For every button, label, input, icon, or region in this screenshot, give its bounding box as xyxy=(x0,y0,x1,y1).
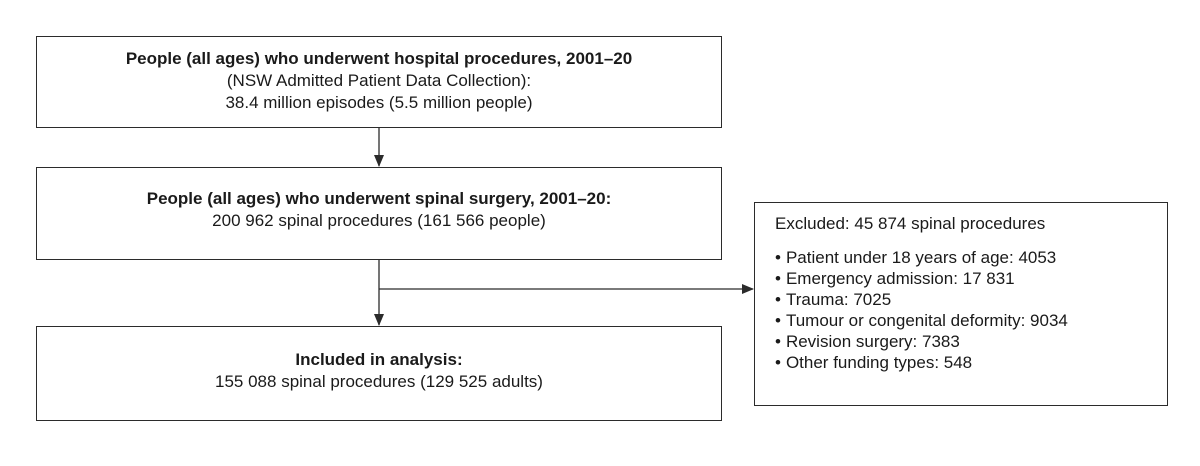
box-included-count: 155 088 spinal procedures (129 525 adult… xyxy=(215,372,543,391)
box-excluded-heading: Excluded: 45 874 spinal procedures xyxy=(775,214,1046,233)
box-total-count: 38.4 million episodes (5.5 million peopl… xyxy=(225,93,533,112)
box-included: Included in analysis: 155 088 spinal pro… xyxy=(36,326,722,421)
excluded-item-trauma: Trauma: 7025 xyxy=(775,289,1167,310)
box-included-title: Included in analysis: xyxy=(295,350,463,369)
box-total-procedures: People (all ages) who underwent hospital… xyxy=(36,36,722,128)
box-spinal-count: 200 962 spinal procedures (161 566 peopl… xyxy=(212,211,546,230)
excluded-item-funding: Other funding types: 548 xyxy=(775,352,1167,373)
box-total-subtitle: (NSW Admitted Patient Data Collection): xyxy=(226,71,532,90)
excluded-item-revision: Revision surgery: 7383 xyxy=(775,331,1167,352)
box-total-title: People (all ages) who underwent hospital… xyxy=(125,49,633,68)
box-excluded: Excluded: 45 874 spinal procedures Patie… xyxy=(754,202,1168,406)
excluded-item-under-18: Patient under 18 years of age: 4053 xyxy=(775,247,1167,268)
box-spinal-title: People (all ages) who underwent spinal s… xyxy=(146,189,612,208)
box-spinal-surgery: People (all ages) who underwent spinal s… xyxy=(36,167,722,260)
excluded-list: Patient under 18 years of age: 4053 Emer… xyxy=(775,247,1167,373)
excluded-item-emergency: Emergency admission: 17 831 xyxy=(775,268,1167,289)
excluded-item-tumour: Tumour or congenital deformity: 9034 xyxy=(775,310,1167,331)
